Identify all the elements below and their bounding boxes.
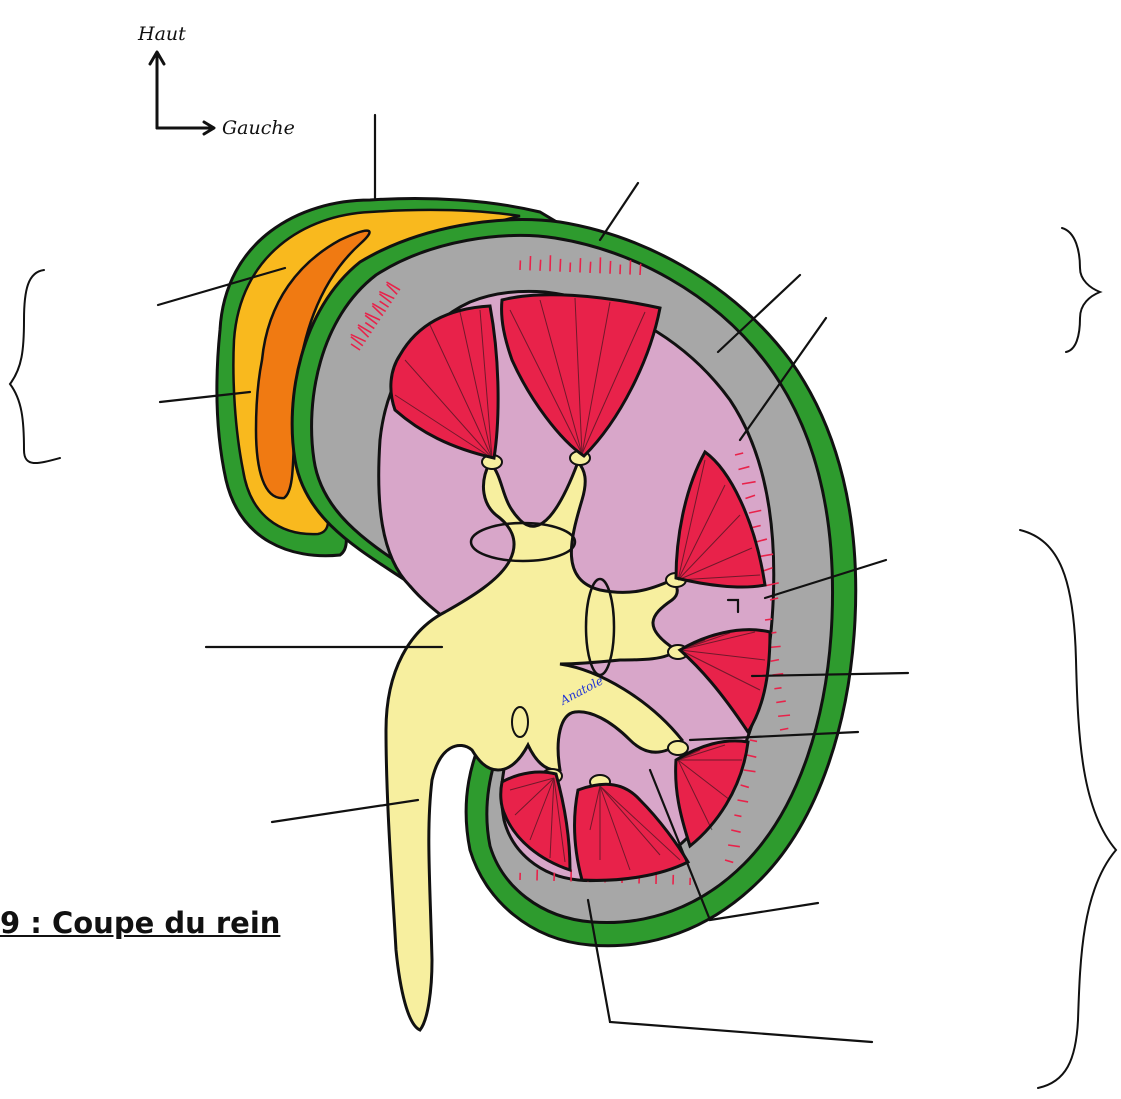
cortical-radiation xyxy=(778,715,790,716)
up-label: Haut xyxy=(137,23,186,45)
cortical-radiation xyxy=(540,260,541,271)
leader-line xyxy=(600,183,638,240)
left-curly-bracket xyxy=(10,270,60,463)
orientation-indicator: Haut Gauche xyxy=(137,23,295,139)
cortical-radiation xyxy=(530,256,531,270)
cortical-radiation xyxy=(765,619,772,620)
cortical-radiation xyxy=(580,258,581,272)
cortical-radiation xyxy=(630,260,631,274)
left-label: Gauche xyxy=(222,117,295,139)
cortical-radiation xyxy=(640,264,641,275)
right-curly-bracket xyxy=(1062,228,1100,352)
cortical-radiation xyxy=(560,259,561,272)
cortical-radiation xyxy=(590,262,591,273)
figure-caption: 9 : Coupe du rein xyxy=(0,906,280,940)
minor-calyx xyxy=(668,741,688,755)
cortical-radiation xyxy=(610,261,611,274)
left-arrow-icon xyxy=(157,122,214,134)
right-large-curly-bracket xyxy=(1020,530,1116,1088)
up-arrow-icon xyxy=(150,52,164,128)
cortical-radiation xyxy=(774,688,781,689)
